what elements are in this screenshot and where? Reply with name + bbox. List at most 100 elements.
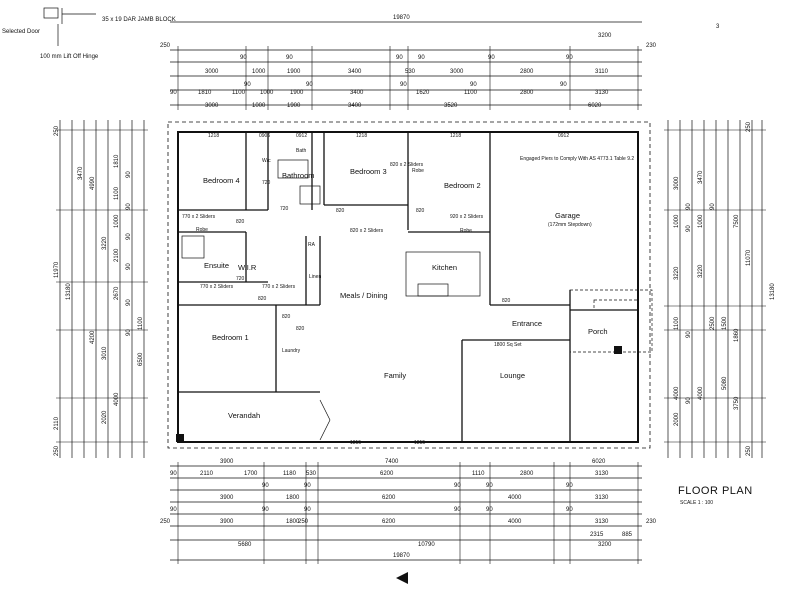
room-bedroom4: Bedroom 4 — [203, 176, 240, 185]
svg-text:885: 885 — [622, 532, 633, 538]
island-sink — [417, 283, 449, 297]
svg-text:90: 90 — [286, 55, 293, 61]
svg-text:3750: 3750 — [734, 396, 740, 410]
room-bedroom3: Bedroom 3 — [350, 167, 387, 176]
room-robe1: Robe — [196, 227, 208, 233]
piers-note: Engaged Piers to Comply With AS 4773.1 T… — [520, 156, 634, 162]
svg-text:5080: 5080 — [722, 376, 728, 390]
north-arrow-icon — [396, 572, 408, 584]
svg-text:2110: 2110 — [54, 416, 60, 430]
svg-text:1900: 1900 — [287, 103, 301, 109]
porch-step — [593, 299, 639, 311]
left-dimensions: 250 11970 2110 250 13180 3470 4990 3220 … — [54, 125, 144, 456]
svg-text:90: 90 — [396, 55, 403, 61]
svg-text:3110: 3110 — [595, 69, 609, 75]
svg-text:90: 90 — [126, 233, 132, 240]
room-wir: W.I.R — [238, 263, 257, 272]
svg-text:3400: 3400 — [350, 90, 364, 96]
svg-text:250: 250 — [746, 121, 752, 132]
top-dim-overall: 19870 — [393, 15, 410, 21]
svg-text:1860: 1860 — [734, 328, 740, 342]
svg-text:90: 90 — [488, 55, 495, 61]
svg-text:3520: 3520 — [444, 103, 458, 109]
room-laundry: Laundry — [282, 348, 301, 354]
svg-text:0912: 0912 — [296, 133, 307, 139]
svg-text:1110: 1110 — [472, 471, 485, 477]
svg-text:3220: 3220 — [102, 236, 108, 250]
svg-text:1000: 1000 — [674, 214, 680, 228]
room-robe-bed3: Robe — [412, 168, 424, 174]
room-robe2: Robe — [460, 228, 472, 234]
room-bedroom1: Bedroom 1 — [212, 333, 249, 342]
svg-text:4990: 4990 — [90, 176, 96, 190]
room-family: Family — [384, 371, 406, 380]
svg-text:2800: 2800 — [520, 90, 534, 96]
svg-text:90: 90 — [262, 483, 269, 489]
svg-text:1000: 1000 — [252, 103, 266, 109]
svg-text:3220: 3220 — [698, 264, 704, 278]
svg-text:3400: 3400 — [348, 103, 362, 109]
svg-text:1100: 1100 — [674, 316, 680, 330]
svg-text:820: 820 — [236, 219, 245, 225]
svg-text:1100: 1100 — [464, 90, 478, 96]
svg-text:2020: 2020 — [102, 410, 108, 424]
svg-text:1800: 1800 — [286, 495, 300, 501]
svg-text:90: 90 — [486, 507, 493, 513]
svg-text:820 x 2 Sliders: 820 x 2 Sliders — [350, 228, 384, 234]
svg-text:0906: 0906 — [259, 133, 270, 139]
svg-text:1500: 1500 — [722, 316, 728, 330]
svg-text:1900: 1900 — [287, 69, 301, 75]
svg-text:3470: 3470 — [78, 166, 84, 180]
room-ra: RA — [308, 242, 316, 248]
svg-text:90: 90 — [486, 483, 493, 489]
svg-text:3200: 3200 — [598, 542, 612, 548]
svg-text:820: 820 — [416, 208, 425, 214]
svg-text:2315: 2315 — [590, 532, 604, 538]
svg-text:90: 90 — [170, 471, 177, 477]
svg-text:770 x 2 Sliders: 770 x 2 Sliders — [182, 214, 216, 220]
svg-text:90: 90 — [454, 483, 461, 489]
svg-text:6200: 6200 — [382, 519, 396, 525]
svg-text:3130: 3130 — [595, 471, 609, 477]
room-verandah: Verandah — [228, 411, 260, 420]
svg-text:7500: 7500 — [734, 214, 740, 228]
svg-text:90: 90 — [560, 82, 567, 88]
right-dim-overall: 13180 — [770, 283, 776, 300]
svg-text:90: 90 — [686, 203, 692, 210]
room-linen: Linen — [309, 274, 321, 280]
svg-text:230: 230 — [646, 43, 657, 49]
svg-text:250: 250 — [298, 519, 309, 525]
svg-text:3900: 3900 — [220, 495, 234, 501]
svg-text:90: 90 — [418, 55, 425, 61]
svg-text:530: 530 — [306, 471, 317, 477]
svg-text:770 x 2 Sliders: 770 x 2 Sliders — [262, 284, 296, 290]
post-marker — [176, 434, 184, 442]
kitchen-bench — [405, 251, 481, 297]
room-bathroom: Bathroom — [282, 171, 315, 180]
room-garage: Garage — [555, 211, 580, 220]
svg-text:90: 90 — [400, 82, 407, 88]
svg-text:1815: 1815 — [414, 440, 425, 446]
svg-text:820: 820 — [296, 326, 305, 332]
svg-text:1180: 1180 — [283, 471, 297, 477]
svg-text:920 x 2 Sliders: 920 x 2 Sliders — [450, 214, 484, 220]
svg-text:4000: 4000 — [508, 519, 522, 525]
svg-text:1000: 1000 — [114, 214, 120, 228]
svg-text:90: 90 — [170, 507, 177, 513]
room-lounge: Lounge — [500, 371, 525, 380]
svg-text:3200: 3200 — [598, 33, 612, 39]
room-labels: Bedroom 4 W/c Bath Bathroom Bedroom 3 Ro… — [196, 148, 634, 420]
svg-text:1800: 1800 — [286, 519, 300, 525]
svg-text:90: 90 — [686, 225, 692, 232]
svg-text:230: 230 — [646, 519, 657, 525]
lounge-bulkhead: 1800 Sq Set — [494, 342, 522, 348]
svg-text:1100: 1100 — [232, 90, 246, 96]
svg-text:3220: 3220 — [674, 266, 680, 280]
svg-text:4000: 4000 — [508, 495, 522, 501]
porch-outline — [569, 289, 653, 353]
room-wc: W/c — [262, 158, 271, 164]
svg-text:820: 820 — [282, 314, 291, 320]
room-porch: Porch — [588, 327, 608, 336]
bath-tub — [277, 159, 309, 179]
svg-text:250: 250 — [160, 43, 171, 49]
